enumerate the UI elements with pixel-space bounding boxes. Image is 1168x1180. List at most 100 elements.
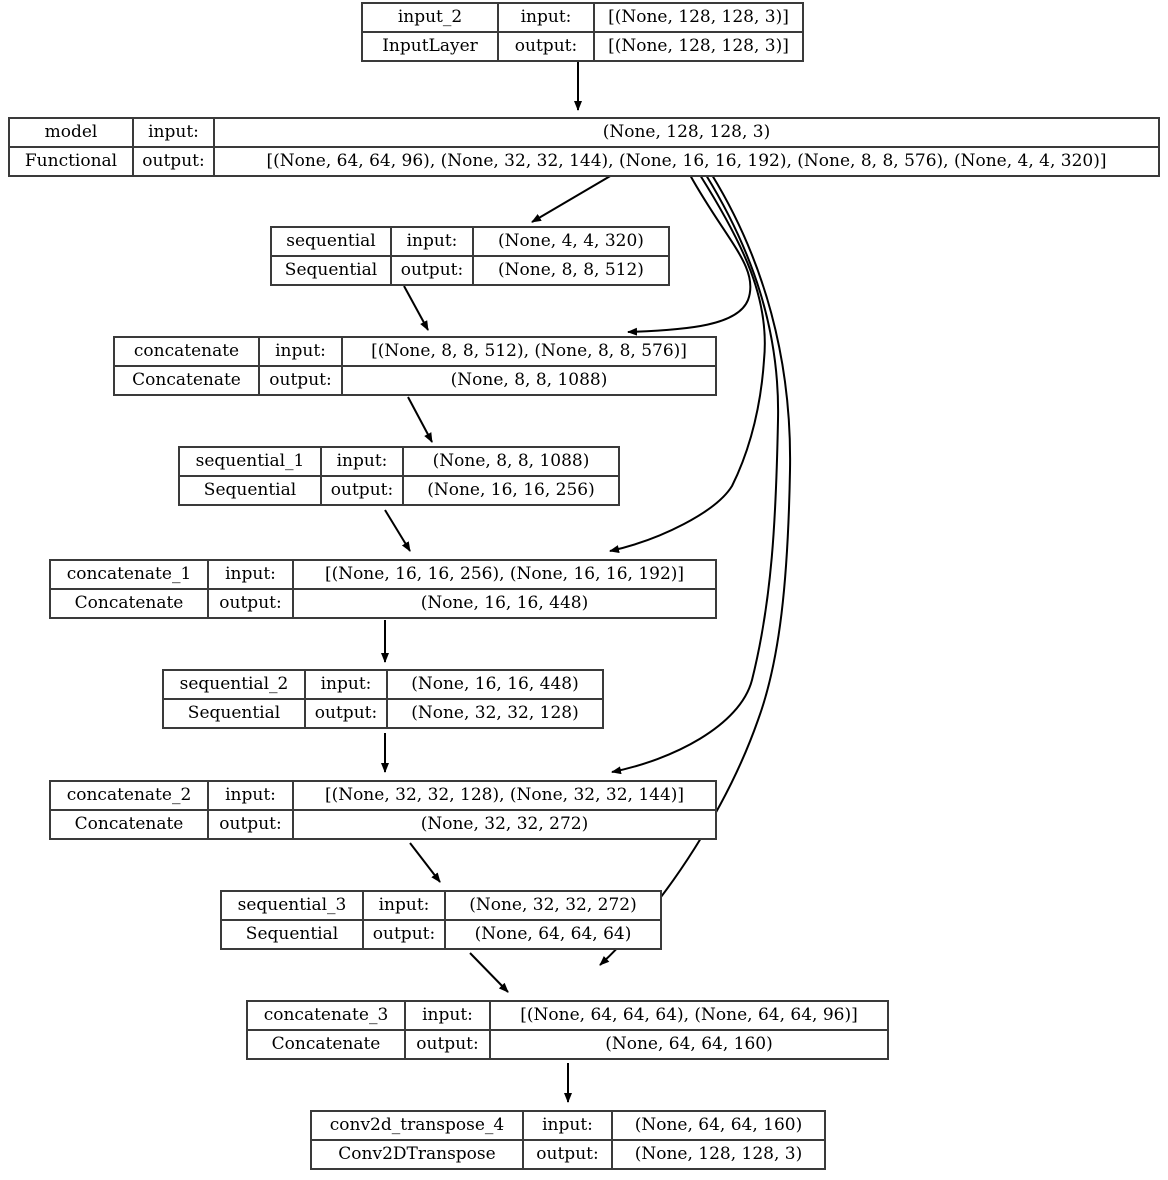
node-model-row-output: Functional output: [(None, 64, 64, 96), … bbox=[10, 148, 1158, 175]
node-sequential_2-name: sequential_2 bbox=[164, 671, 306, 698]
node-concatenate-input-shape: [(None, 8, 8, 512), (None, 8, 8, 576)] bbox=[371, 341, 687, 361]
node-sequential_1-name: sequential_1 bbox=[180, 448, 322, 475]
node-concatenate_3-input-label: input: bbox=[406, 1002, 491, 1029]
node-concatenate_1-input-shape: [(None, 16, 16, 256), (None, 16, 16, 192… bbox=[324, 564, 685, 584]
node-input_2-row-input: input_2 input: [(None, 128, 128, 3)] bbox=[363, 4, 802, 33]
node-concatenate-class: Concatenate bbox=[115, 367, 260, 394]
node-concatenate-output-label: output: bbox=[260, 367, 343, 394]
node-concatenate_2-row-output: Concatenate output: (None, 32, 32, 272) bbox=[51, 811, 715, 838]
node-sequential-row-output: Sequential output: (None, 8, 8, 512) bbox=[272, 257, 668, 284]
node-sequential_2-output-shape: (None, 32, 32, 128) bbox=[411, 703, 579, 723]
node-sequential_2-output-label: output: bbox=[306, 700, 388, 727]
node-sequential-output-label: output: bbox=[392, 257, 474, 284]
node-sequential-class: Sequential bbox=[272, 257, 392, 284]
node-model-row-input: model input: (None, 128, 128, 3) bbox=[10, 119, 1158, 148]
node-input_2-output-shape: [(None, 128, 128, 3)] bbox=[608, 36, 789, 56]
node-concatenate_1-name: concatenate_1 bbox=[51, 561, 209, 588]
node-concatenate-name: concatenate bbox=[115, 338, 260, 365]
edge-sequential_1-to-concatenate_1 bbox=[384, 509, 411, 552]
node-concatenate-row-output: Concatenate output: (None, 8, 8, 1088) bbox=[115, 367, 715, 394]
node-concatenate_3-output-shape: (None, 64, 64, 160) bbox=[605, 1034, 773, 1054]
node-concatenate_3-name: concatenate_3 bbox=[248, 1002, 406, 1029]
node-sequential_3-output-shape: (None, 64, 64, 64) bbox=[474, 924, 632, 944]
node-sequential_2-input-shape: (None, 16, 16, 448) bbox=[411, 674, 579, 694]
node-concatenate_3-class: Concatenate bbox=[248, 1031, 406, 1058]
node-sequential_3-input-shape: (None, 32, 32, 272) bbox=[469, 895, 637, 915]
node-concatenate[interactable]: concatenate input: [(None, 8, 8, 512), (… bbox=[113, 336, 717, 396]
node-conv2d_transpose_4-class: Conv2DTranspose bbox=[312, 1141, 524, 1168]
node-sequential_3-class: Sequential bbox=[222, 921, 364, 948]
node-concatenate_2-output-label: output: bbox=[209, 811, 294, 838]
node-concatenate-input-label: input: bbox=[260, 338, 343, 365]
node-sequential_1-row-output: Sequential output: (None, 16, 16, 256) bbox=[180, 477, 618, 504]
node-conv2d_transpose_4-row-input: conv2d_transpose_4 input: (None, 64, 64,… bbox=[312, 1112, 824, 1141]
node-concatenate_3-row-input: concatenate_3 input: [(None, 64, 64, 64)… bbox=[248, 1002, 887, 1031]
node-model-input-label: input: bbox=[134, 119, 215, 146]
edge-model-to-sequential bbox=[531, 174, 613, 223]
node-conv2d_transpose_4-output-label: output: bbox=[524, 1141, 613, 1168]
edge-sequential-to-concatenate bbox=[403, 285, 429, 331]
node-concatenate_2-name: concatenate_2 bbox=[51, 782, 209, 809]
node-sequential_2-input-label: input: bbox=[306, 671, 388, 698]
node-concatenate_3-input-shape: [(None, 64, 64, 64), (None, 64, 64, 96)] bbox=[520, 1005, 858, 1025]
edge-concatenate_2-to-sequential_3 bbox=[409, 842, 441, 883]
node-sequential_3[interactable]: sequential_3 input: (None, 32, 32, 272) … bbox=[220, 890, 662, 950]
node-sequential-row-input: sequential input: (None, 4, 4, 320) bbox=[272, 228, 668, 257]
node-sequential-input-label: input: bbox=[392, 228, 474, 255]
node-conv2d_transpose_4-input-shape: (None, 64, 64, 160) bbox=[634, 1115, 803, 1135]
node-sequential_1-input-label: input: bbox=[322, 448, 404, 475]
node-input_2-input-label: input: bbox=[499, 4, 595, 31]
node-sequential_1[interactable]: sequential_1 input: (None, 8, 8, 1088) S… bbox=[178, 446, 620, 506]
node-concatenate_2-input-shape: [(None, 32, 32, 128), (None, 32, 32, 144… bbox=[324, 785, 685, 805]
node-concatenate_2-row-input: concatenate_2 input: [(None, 32, 32, 128… bbox=[51, 782, 715, 811]
node-concatenate_1-class: Concatenate bbox=[51, 590, 209, 617]
edge-sequential_3-to-concatenate_3 bbox=[469, 952, 509, 993]
node-conv2d_transpose_4[interactable]: conv2d_transpose_4 input: (None, 64, 64,… bbox=[310, 1110, 826, 1170]
node-concatenate_1-input-label: input: bbox=[209, 561, 294, 588]
node-concatenate_1[interactable]: concatenate_1 input: [(None, 16, 16, 256… bbox=[49, 559, 717, 619]
node-conv2d_transpose_4-input-label: input: bbox=[524, 1112, 613, 1139]
node-sequential_3-row-input: sequential_3 input: (None, 32, 32, 272) bbox=[222, 892, 660, 921]
node-concatenate_1-row-output: Concatenate output: (None, 16, 16, 448) bbox=[51, 590, 715, 617]
node-concatenate_2[interactable]: concatenate_2 input: [(None, 32, 32, 128… bbox=[49, 780, 717, 840]
node-sequential_1-output-label: output: bbox=[322, 477, 404, 504]
node-input_2-input-shape: [(None, 128, 128, 3)] bbox=[608, 7, 789, 27]
node-concatenate_2-class: Concatenate bbox=[51, 811, 209, 838]
node-sequential_3-row-output: Sequential output: (None, 64, 64, 64) bbox=[222, 921, 660, 948]
node-concatenate_1-output-label: output: bbox=[209, 590, 294, 617]
node-concatenate_1-output-shape: (None, 16, 16, 448) bbox=[420, 593, 589, 613]
node-concatenate_3[interactable]: concatenate_3 input: [(None, 64, 64, 64)… bbox=[246, 1000, 889, 1060]
node-sequential_2[interactable]: sequential_2 input: (None, 16, 16, 448) … bbox=[162, 669, 604, 729]
node-sequential-name: sequential bbox=[272, 228, 392, 255]
edge-concatenate-to-sequential_1 bbox=[407, 396, 433, 443]
node-model-class: Functional bbox=[10, 148, 134, 175]
node-model-name: model bbox=[10, 119, 134, 146]
node-model-input-shape: (None, 128, 128, 3) bbox=[602, 122, 771, 142]
node-sequential-output-shape: (None, 8, 8, 512) bbox=[498, 260, 644, 280]
node-sequential[interactable]: sequential input: (None, 4, 4, 320) Sequ… bbox=[270, 226, 670, 286]
node-sequential_2-row-input: sequential_2 input: (None, 16, 16, 448) bbox=[164, 671, 602, 700]
node-concatenate_3-row-output: Concatenate output: (None, 64, 64, 160) bbox=[248, 1031, 887, 1058]
node-sequential_3-input-label: input: bbox=[364, 892, 446, 919]
node-concatenate_1-row-input: concatenate_1 input: [(None, 16, 16, 256… bbox=[51, 561, 715, 590]
node-sequential_2-class: Sequential bbox=[164, 700, 306, 727]
node-concatenate_2-input-label: input: bbox=[209, 782, 294, 809]
node-sequential_1-input-shape: (None, 8, 8, 1088) bbox=[432, 451, 590, 471]
node-concatenate-row-input: concatenate input: [(None, 8, 8, 512), (… bbox=[115, 338, 715, 367]
node-sequential_3-name: sequential_3 bbox=[222, 892, 364, 919]
node-sequential_2-row-output: Sequential output: (None, 32, 32, 128) bbox=[164, 700, 602, 727]
node-concatenate_3-output-label: output: bbox=[406, 1031, 491, 1058]
node-input_2-class: InputLayer bbox=[363, 33, 499, 60]
node-model-output-shape: [(None, 64, 64, 96), (None, 32, 32, 144)… bbox=[266, 151, 1107, 171]
node-conv2d_transpose_4-output-shape: (None, 128, 128, 3) bbox=[634, 1144, 803, 1164]
node-input_2-row-output: InputLayer output: [(None, 128, 128, 3)] bbox=[363, 33, 802, 60]
node-input_2[interactable]: input_2 input: [(None, 128, 128, 3)] Inp… bbox=[361, 2, 804, 62]
node-sequential_1-output-shape: (None, 16, 16, 256) bbox=[427, 480, 595, 500]
node-concatenate-output-shape: (None, 8, 8, 1088) bbox=[450, 370, 608, 390]
node-sequential_3-output-label: output: bbox=[364, 921, 446, 948]
node-input_2-name: input_2 bbox=[363, 4, 499, 31]
node-sequential-input-shape: (None, 4, 4, 320) bbox=[498, 231, 644, 251]
node-conv2d_transpose_4-name: conv2d_transpose_4 bbox=[312, 1112, 524, 1139]
node-model[interactable]: model input: (None, 128, 128, 3) Functio… bbox=[8, 117, 1160, 177]
